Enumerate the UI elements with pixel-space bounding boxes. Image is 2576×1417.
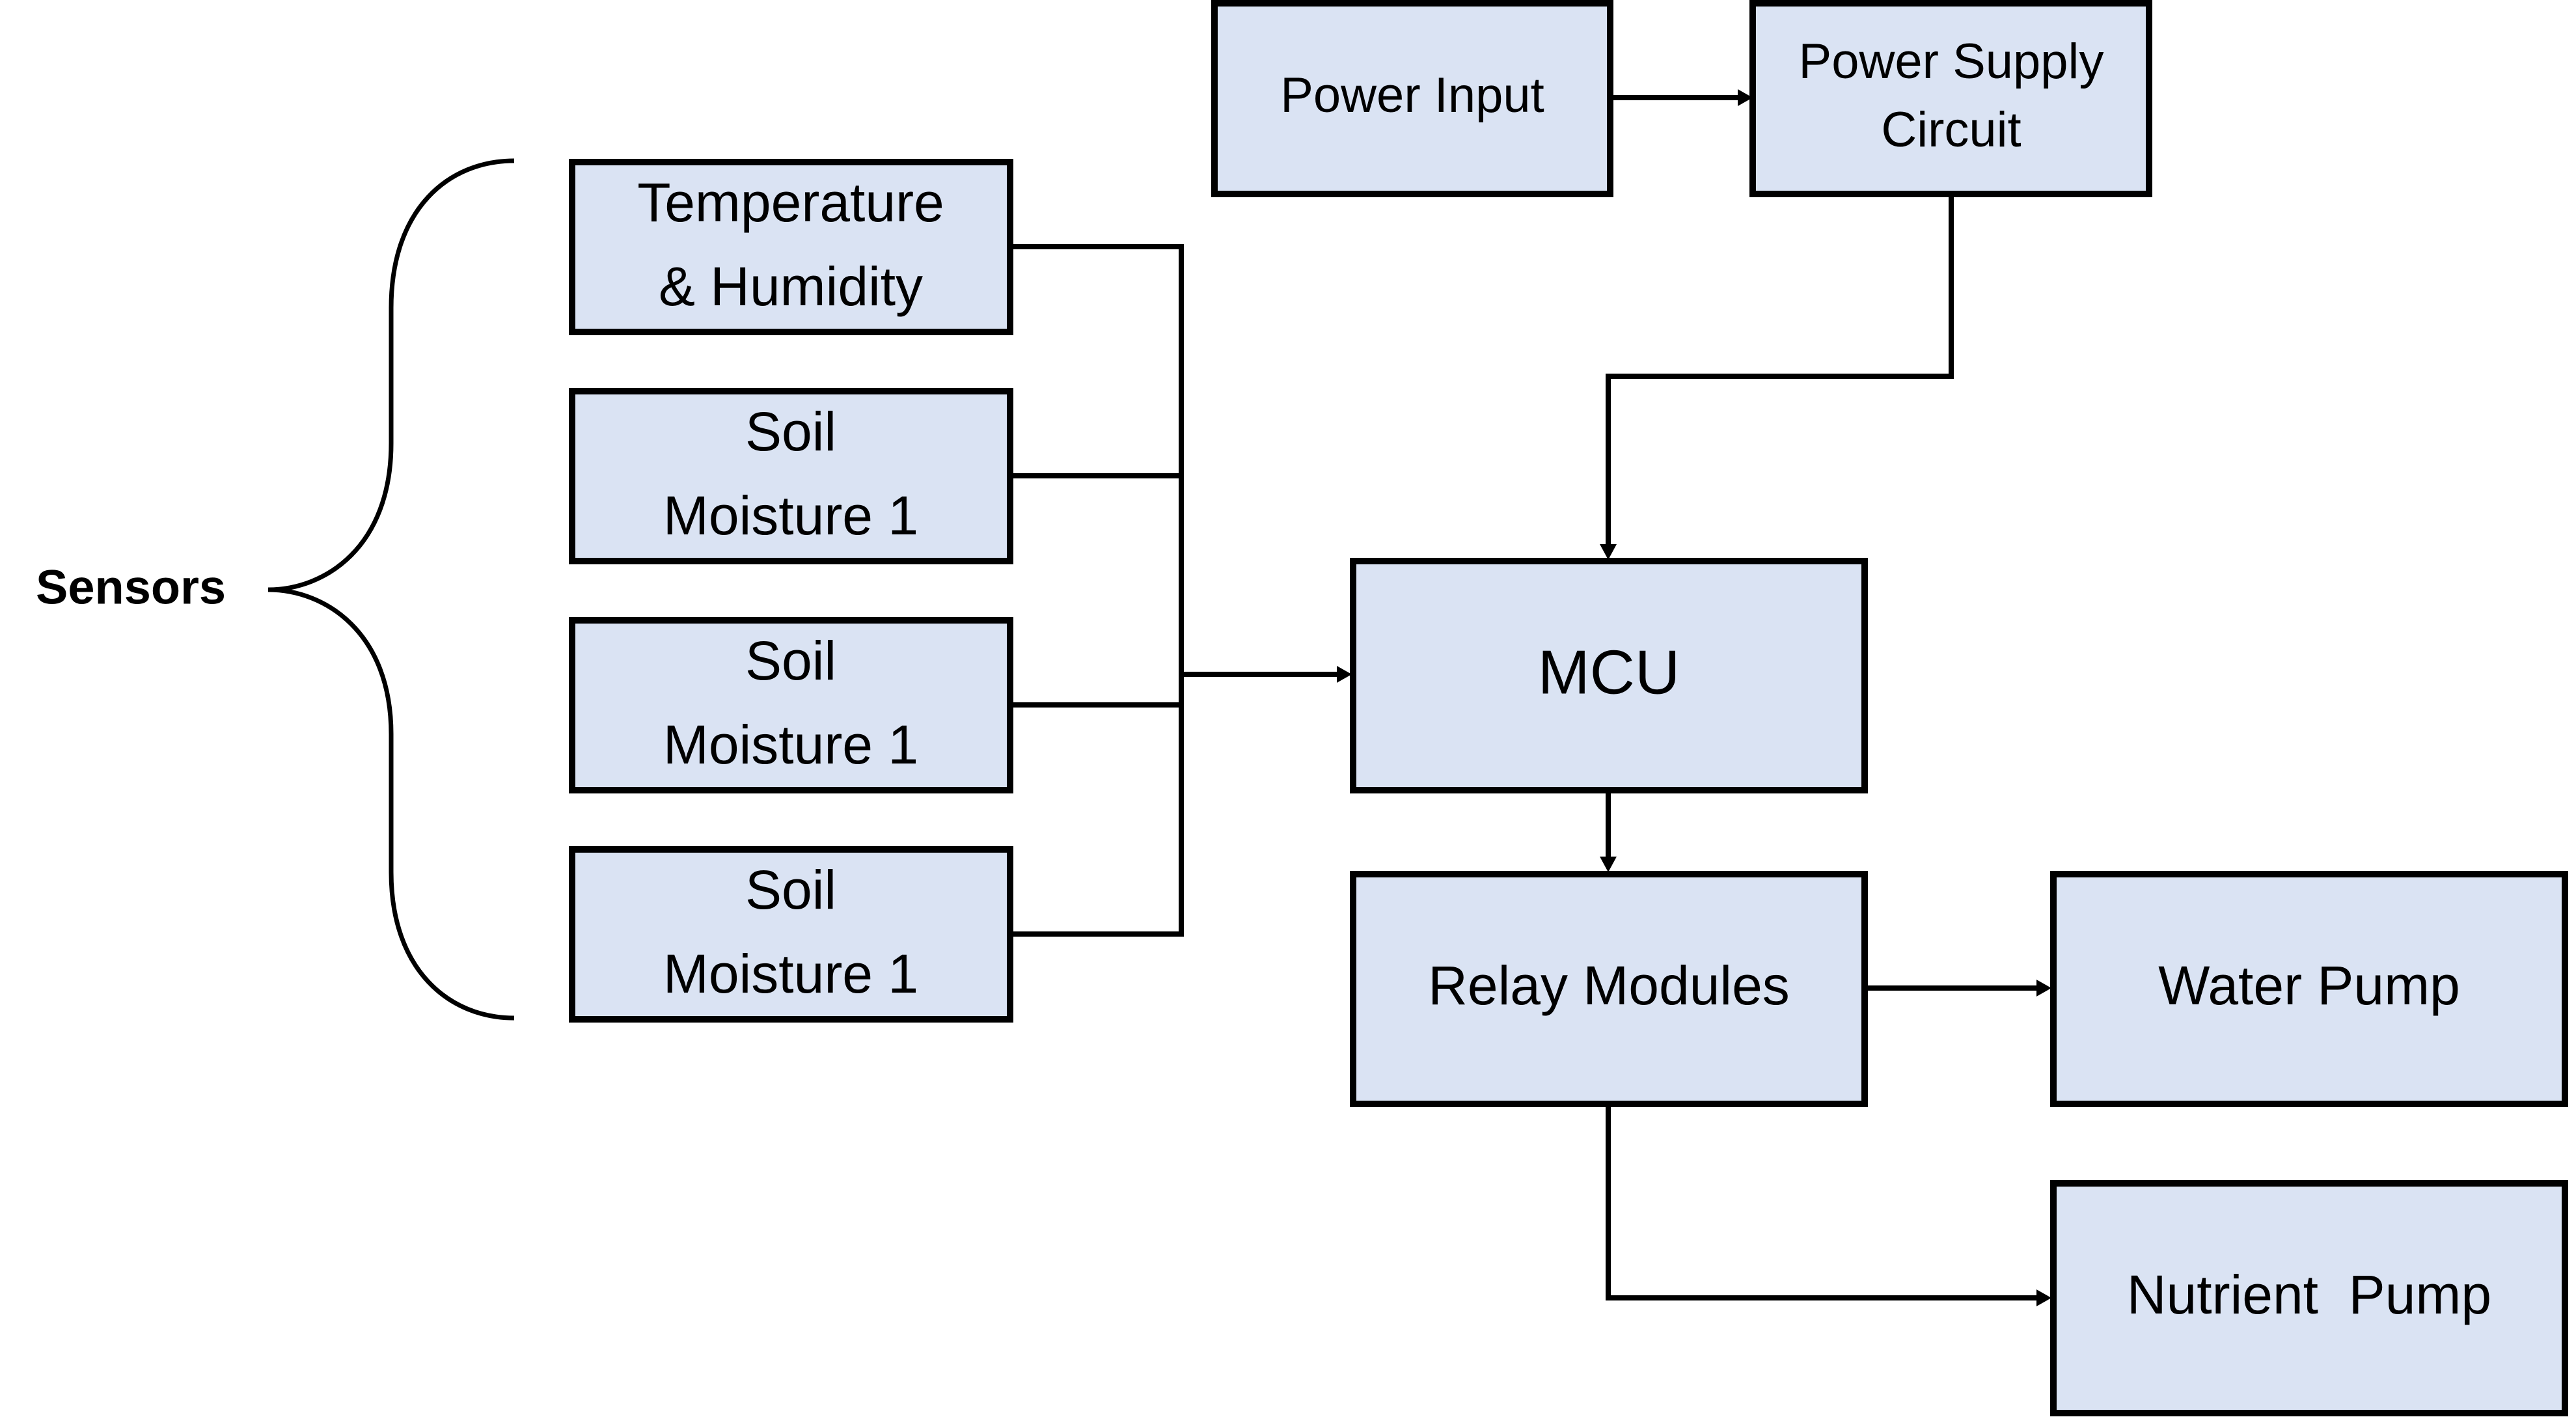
block-label-line2: & Humidity	[659, 256, 923, 317]
arrowhead-icon	[1738, 89, 1753, 106]
block-soil-moisture-1[interactable]: Soil Moisture 1	[569, 388, 1013, 564]
block-label-line1: Temperature	[637, 172, 944, 233]
block-label-line2: Moisture 1	[663, 943, 918, 1004]
block-label-line1: Soil	[745, 630, 836, 691]
block-label: Nutrient Pump	[2127, 1264, 2491, 1325]
block-label-line1: Soil	[745, 859, 836, 920]
sensors-group-label: Sensors	[36, 560, 226, 614]
connections	[1010, 89, 2051, 1306]
block-nutrient-pump[interactable]: Nutrient Pump	[2050, 1180, 2568, 1416]
block-label: Water Pump	[2158, 955, 2460, 1016]
arrowhead-icon	[2036, 980, 2051, 997]
block-label-line2: Moisture 1	[663, 714, 918, 775]
block-soil-moisture-2[interactable]: Soil Moisture 1	[569, 617, 1013, 793]
arrowhead-icon	[1600, 857, 1617, 872]
block-label: Power Input	[1280, 68, 1544, 123]
arrowhead-icon	[1600, 544, 1617, 560]
wire-relay-to-nutrient-pump	[1606, 1104, 2037, 1300]
block-label: Relay Modules	[1428, 955, 1790, 1016]
block-power-input[interactable]: Power Input	[1211, 0, 1613, 197]
block-temperature-humidity[interactable]: Temperature & Humidity	[569, 159, 1013, 335]
block-label-line1: Power Supply	[1799, 34, 2104, 89]
block-label: MCU	[1538, 637, 1680, 707]
sensors-brace	[267, 158, 515, 1021]
block-label-line1: Soil	[745, 401, 836, 462]
block-label-line2: Moisture 1	[663, 485, 918, 546]
wire-psc-to-mcu	[1606, 194, 1954, 545]
block-power-supply-circuit[interactable]: Power Supply Circuit	[1749, 0, 2152, 197]
arrowhead-icon	[2036, 1289, 2051, 1306]
block-label-line2: Circuit	[1881, 102, 2021, 158]
block-soil-moisture-3[interactable]: Soil Moisture 1	[569, 846, 1013, 1023]
block-mcu[interactable]: MCU	[1350, 558, 1868, 793]
arrowhead-icon	[1337, 666, 1352, 683]
block-water-pump[interactable]: Water Pump	[2050, 871, 2568, 1107]
block-relay-modules[interactable]: Relay Modules	[1350, 871, 1868, 1107]
